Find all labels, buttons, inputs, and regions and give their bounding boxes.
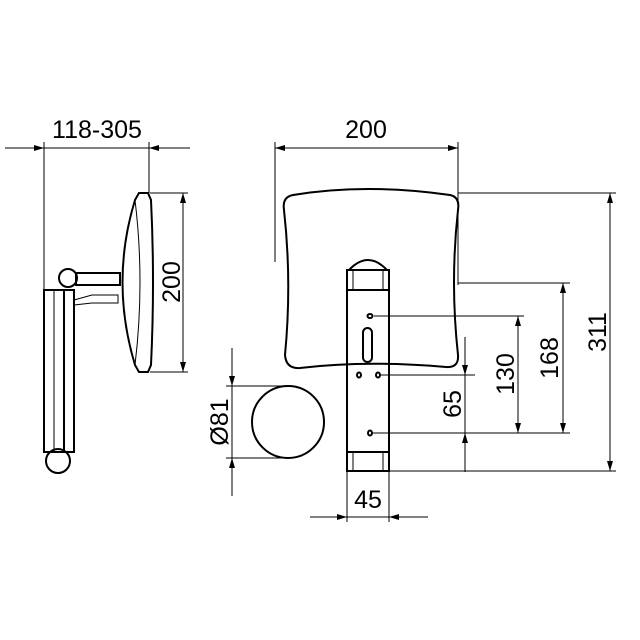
dimension-168: 168 [536, 337, 564, 379]
wall-bracket [346, 269, 390, 472]
dimension-65: 65 [439, 390, 467, 418]
rosette [251, 385, 325, 459]
joint [58, 268, 78, 288]
base-joint [45, 448, 71, 474]
dimension-side-height: 200 [158, 261, 186, 303]
arm [75, 272, 121, 286]
dimension-130: 130 [492, 353, 520, 395]
dimension-front-width: 200 [345, 116, 387, 144]
dimension-total-height: 311 [584, 312, 612, 352]
side-view: 118-305 200 [5, 116, 190, 474]
dimension-side-depth: 118-305 [52, 116, 142, 144]
dimension-45: 45 [354, 486, 382, 514]
front-view: 200 311 168 130 65 45 [206, 116, 616, 522]
mirror-side-profile [121, 192, 154, 373]
mirror-front [282, 188, 460, 370]
dimension-diameter: Ø81 [206, 398, 234, 445]
pillar [43, 289, 75, 453]
